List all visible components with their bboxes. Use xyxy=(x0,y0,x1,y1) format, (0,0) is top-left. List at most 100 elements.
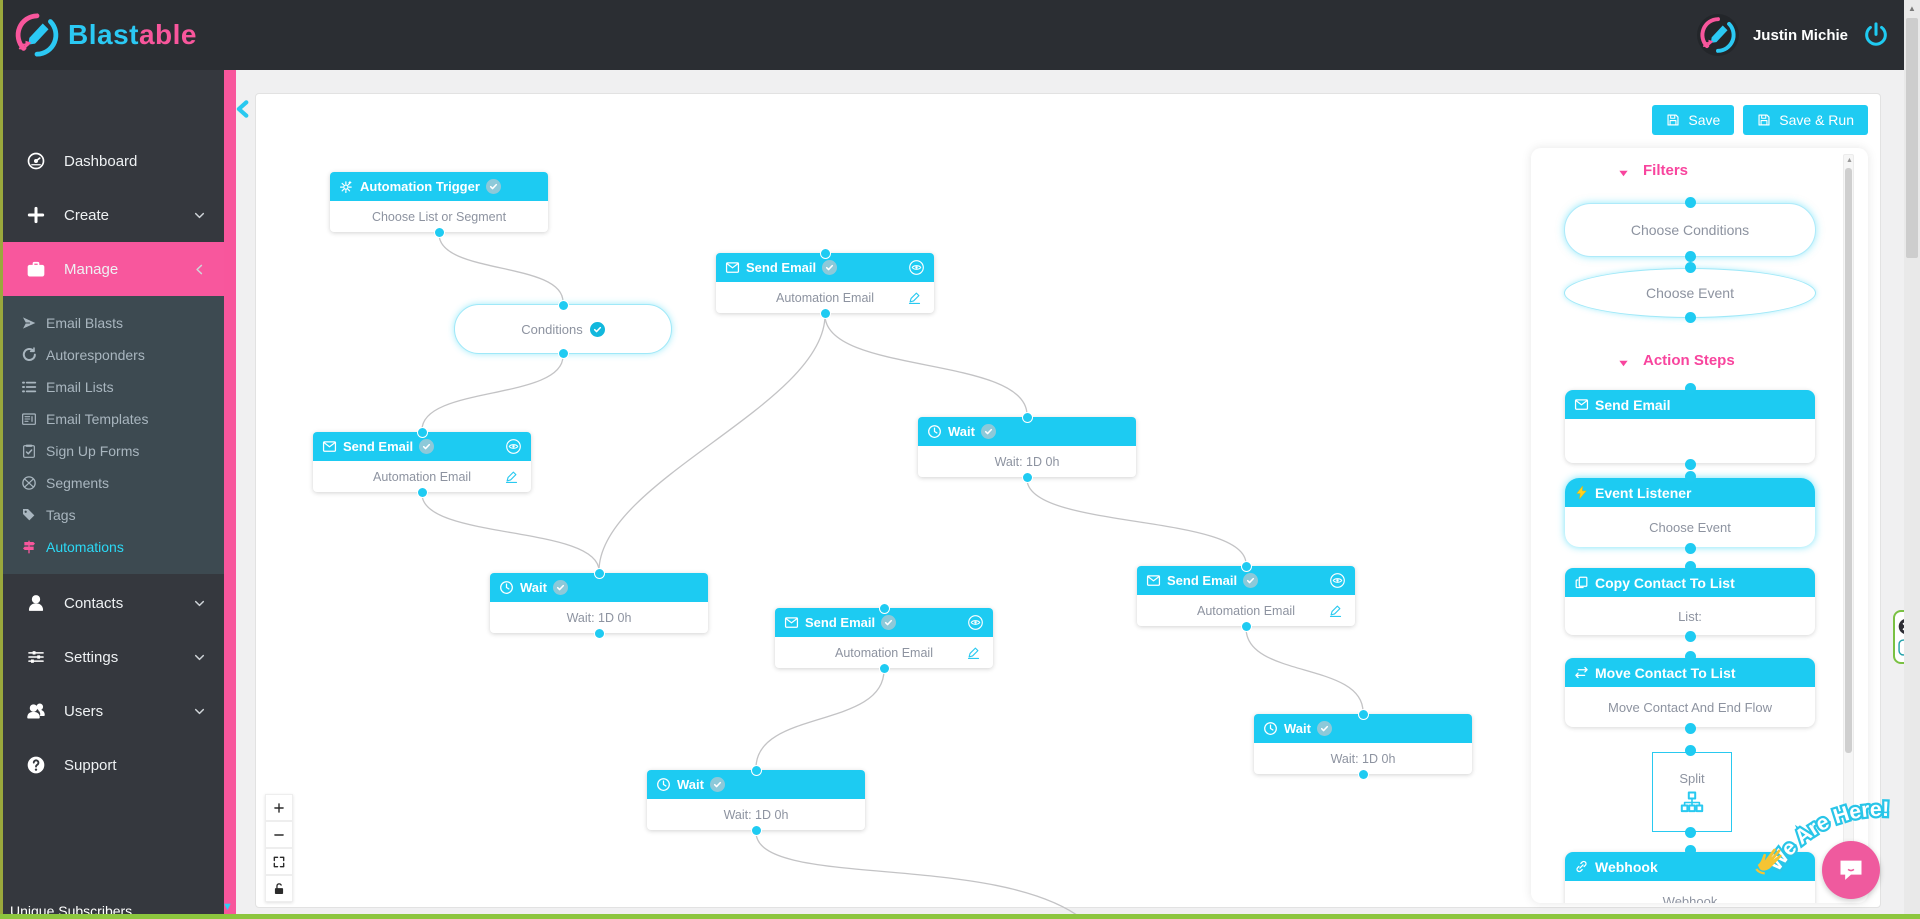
panel-scrollbar-thumb[interactable] xyxy=(1845,168,1852,753)
connector-dot[interactable] xyxy=(1241,561,1251,571)
sidebar-subitem-sign-up-forms[interactable]: Sign Up Forms xyxy=(0,435,224,467)
edit-pencil-icon[interactable] xyxy=(1328,603,1343,618)
logout-power-icon[interactable] xyxy=(1862,21,1890,49)
lock-button[interactable] xyxy=(265,875,293,902)
connector-dot[interactable] xyxy=(1358,769,1368,779)
panel-step-split[interactable]: Split xyxy=(1652,752,1732,832)
filters-section-header[interactable]: Filters xyxy=(1618,162,1688,179)
preview-eye-icon[interactable] xyxy=(967,614,984,631)
connector-dot[interactable] xyxy=(1022,472,1032,482)
connector-dot[interactable] xyxy=(558,348,568,358)
connector-dot[interactable] xyxy=(594,568,604,578)
connector-dot[interactable] xyxy=(820,248,830,258)
sidebar-item-users[interactable]: Users xyxy=(0,684,224,738)
sidebar-subitem-segments[interactable]: Segments xyxy=(0,467,224,499)
connector-dot[interactable] xyxy=(879,603,889,613)
connector-dot[interactable] xyxy=(1685,459,1696,470)
sidebar-subitem-email-blasts[interactable]: Email Blasts xyxy=(0,307,224,339)
connector-dot[interactable] xyxy=(1685,543,1696,554)
connector-dot[interactable] xyxy=(1685,745,1696,756)
sidebar-item-manage[interactable]: Manage xyxy=(0,242,224,296)
edit-pencil-icon[interactable] xyxy=(504,469,519,484)
connector-dot[interactable] xyxy=(558,300,568,310)
panel-filter-choose-conditions[interactable]: Choose Conditions xyxy=(1564,203,1816,257)
connector-dot[interactable] xyxy=(1022,412,1032,422)
sidebar-subitem-email-templates[interactable]: Email Templates xyxy=(0,403,224,435)
scroll-up-arrow-icon[interactable]: ▲ xyxy=(1908,4,1916,13)
connector-dot[interactable] xyxy=(1241,621,1251,631)
tags-icon xyxy=(21,507,37,523)
sidebar-item-create[interactable]: Create xyxy=(0,188,224,242)
preview-eye-icon[interactable] xyxy=(1329,572,1346,589)
panel-step-send-email[interactable]: Send Email xyxy=(1565,390,1815,463)
preview-eye-icon[interactable] xyxy=(908,259,925,276)
panel-filter-choose-event[interactable]: Choose Event xyxy=(1564,268,1816,318)
connector-dot[interactable] xyxy=(1685,561,1696,572)
step-title: Webhook xyxy=(1595,858,1658,875)
connector-dot[interactable] xyxy=(594,628,604,638)
fit-view-button[interactable] xyxy=(265,848,293,875)
connector-dot[interactable] xyxy=(417,427,427,437)
page-scrollbar-thumb[interactable] xyxy=(1906,18,1918,258)
connector-dot[interactable] xyxy=(417,487,427,497)
connector-dot[interactable] xyxy=(1685,251,1696,262)
sidebar-item-dashboard[interactable]: Dashboard xyxy=(0,134,224,188)
scroll-up-arrow-icon[interactable]: ▲ xyxy=(1846,157,1853,164)
sidebar-item-settings[interactable]: Settings xyxy=(0,630,224,684)
chat-widget-button[interactable] xyxy=(1822,841,1880,899)
connector-dot[interactable] xyxy=(1358,709,1368,719)
briefcase-icon xyxy=(26,259,46,279)
sidebar-subitem-automations[interactable]: Automations xyxy=(0,531,224,563)
connector-dot[interactable] xyxy=(1685,312,1696,323)
connector-dot[interactable] xyxy=(1685,197,1696,208)
connector-dot[interactable] xyxy=(751,765,761,775)
edit-pencil-icon[interactable] xyxy=(907,290,922,305)
flow-node-conditions[interactable]: Conditions xyxy=(454,300,672,358)
zoom-in-button[interactable] xyxy=(265,794,293,821)
page-scrollbar[interactable]: ▲ xyxy=(1904,0,1920,919)
zoom-out-button[interactable] xyxy=(265,821,293,848)
sidebar-item-support[interactable]: Support xyxy=(0,738,224,792)
connector-dot[interactable] xyxy=(1685,827,1696,838)
sidebar-subitem-autoresponders[interactable]: Autoresponders xyxy=(0,339,224,371)
panel-scrollbar[interactable]: ▲ xyxy=(1843,154,1854,896)
connector-dot[interactable] xyxy=(1685,651,1696,662)
top-header: Blastable Justin Michie xyxy=(0,0,1920,70)
connector-dot[interactable] xyxy=(879,663,889,673)
user-name[interactable]: Justin Michie xyxy=(1752,26,1848,44)
edit-pencil-icon[interactable] xyxy=(966,645,981,660)
connector-dot[interactable] xyxy=(1685,845,1696,856)
connector-dot[interactable] xyxy=(1685,723,1696,734)
sidebar-subitem-label: Segments xyxy=(46,475,110,491)
user-avatar[interactable] xyxy=(1696,14,1739,56)
save-button[interactable]: Save xyxy=(1652,105,1735,135)
connector-dot[interactable] xyxy=(1685,631,1696,642)
connector-dot[interactable] xyxy=(751,825,761,835)
save-and-run-button[interactable]: Save & Run xyxy=(1743,105,1868,135)
action-steps-section-header[interactable]: Action Steps xyxy=(1618,352,1735,369)
collapse-panel-icon[interactable] xyxy=(233,99,253,123)
blastable-logo[interactable]: Blastable xyxy=(14,12,197,58)
sidebar-item-contacts[interactable]: Contacts xyxy=(0,576,224,630)
sidebar-subitem-tags[interactable]: Tags xyxy=(0,499,224,531)
connector-dot[interactable] xyxy=(1685,262,1696,273)
connector-dot[interactable] xyxy=(820,308,830,318)
sidebar-subitem-email-lists[interactable]: Email Lists xyxy=(0,371,224,403)
preview-eye-icon[interactable] xyxy=(505,438,522,455)
connector-dot[interactable] xyxy=(434,227,444,237)
connector-dot[interactable] xyxy=(1685,471,1696,482)
connector-dot[interactable] xyxy=(1685,383,1696,394)
